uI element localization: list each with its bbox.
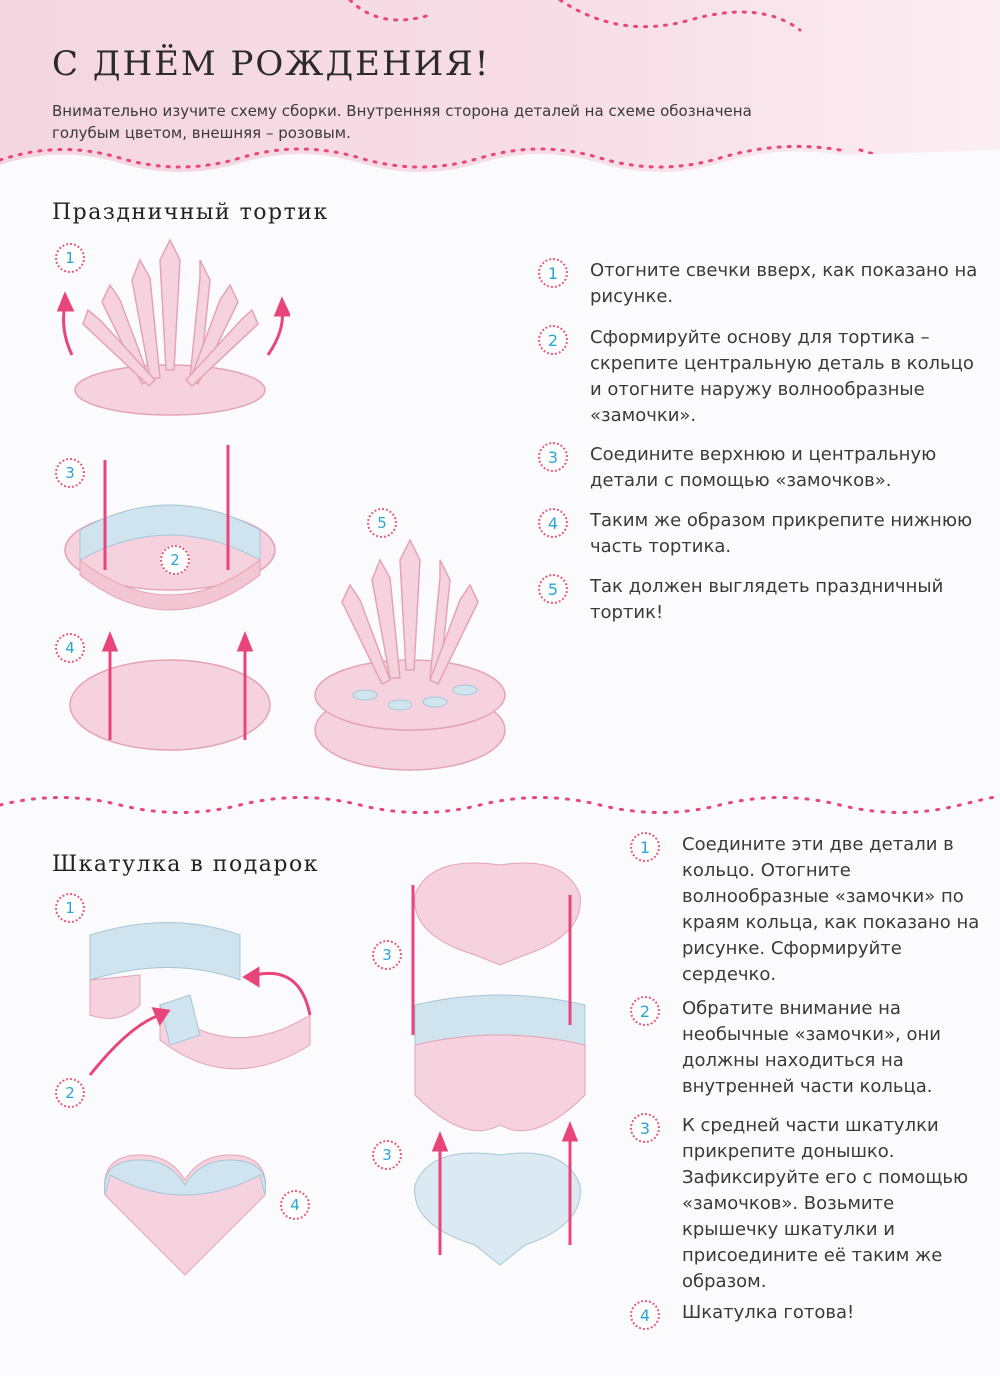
cake-step-2-number: 2 (538, 325, 568, 355)
box-step-1: 1 Соедините эти две детали в кольцо. Ото… (630, 832, 980, 988)
cake-step-3: 3 Соедините верхнюю и центральную детали… (538, 442, 978, 494)
box-step-1-text: Соедините эти две детали в кольцо. Отогн… (682, 834, 980, 985)
box-figure-badge-3-top: 3 (372, 940, 402, 970)
box-step-3-text: К средней части шкатулки прикрепите доны… (682, 1115, 969, 1292)
box-step-2-number: 2 (630, 996, 660, 1026)
cake-figure-badge-4: 4 (55, 633, 85, 663)
box-ring-figure (88, 922, 312, 1076)
cake-section-title: Праздничный тортик (52, 200, 329, 225)
finished-box-figure (103, 1154, 267, 1276)
cake-step-1: 1 Отогните свечки вверх, как показано на… (538, 258, 978, 310)
cake-step-4-number: 4 (538, 508, 568, 538)
box-step-4-text: Шкатулка готова! (682, 1302, 855, 1323)
box-step-2-text: Обратите внимание на необычные «замочки»… (682, 998, 941, 1097)
box-step-2: 2 Обратите внимание на необычные «замочк… (630, 996, 980, 1100)
cake-figure-badge-5: 5 (367, 508, 397, 538)
box-figure-badge-2: 2 (55, 1078, 85, 1108)
box-figure-badge-4: 4 (280, 1190, 310, 1220)
cake-step-1-number: 1 (538, 258, 568, 288)
cake-step-2-text: Сформируйте основу для тортика – скрепит… (590, 327, 974, 426)
cake-step-3-number: 3 (538, 442, 568, 472)
box-step-4: 4 Шкатулка готова! (630, 1300, 980, 1330)
box-figure-badge-1: 1 (55, 893, 85, 923)
cake-step-1-text: Отогните свечки вверх, как показано на р… (590, 260, 978, 307)
box-step-3-number: 3 (630, 1113, 660, 1143)
cake-step-4: 4 Таким же образом прикрепите нижнюю час… (538, 508, 978, 560)
page-header: С ДНЁМ РОЖДЕНИЯ! Внимательно изучите схе… (0, 0, 1000, 175)
cake-figure-badge-1: 1 (55, 243, 85, 273)
box-assembly-figure (411, 862, 586, 1266)
box-step-1-number: 1 (630, 832, 660, 862)
cake-assembly-figure (56, 238, 290, 751)
box-figure-badge-3-bottom: 3 (372, 1140, 402, 1170)
box-section-title: Шкатулка в подарок (52, 852, 319, 877)
section-divider (0, 794, 1000, 814)
box-step-3: 3 К средней части шкатулки прикрепите до… (630, 1113, 980, 1295)
page-title: С ДНЁМ РОЖДЕНИЯ! (52, 44, 491, 84)
cake-step-5-text: Так должен выглядеть праздничный тортик! (590, 576, 944, 623)
box-step-4-number: 4 (630, 1300, 660, 1330)
header-decoration (0, 0, 1000, 175)
cake-step-5: 5 Так должен выглядеть праздничный торти… (538, 574, 978, 626)
cake-step-3-text: Соедините верхнюю и центральную детали с… (590, 444, 937, 491)
cake-step-4-text: Таким же образом прикрепите нижнюю часть… (590, 510, 973, 557)
intro-text: Внимательно изучите схему сборки. Внутре… (52, 102, 752, 142)
cake-figure-badge-3: 3 (55, 458, 85, 488)
cake-figure-badge-2: 2 (160, 545, 190, 575)
cake-step-2: 2 Сформируйте основу для тортика – скреп… (538, 325, 978, 429)
finished-cake-figure (314, 538, 506, 771)
cake-step-5-number: 5 (538, 574, 568, 604)
